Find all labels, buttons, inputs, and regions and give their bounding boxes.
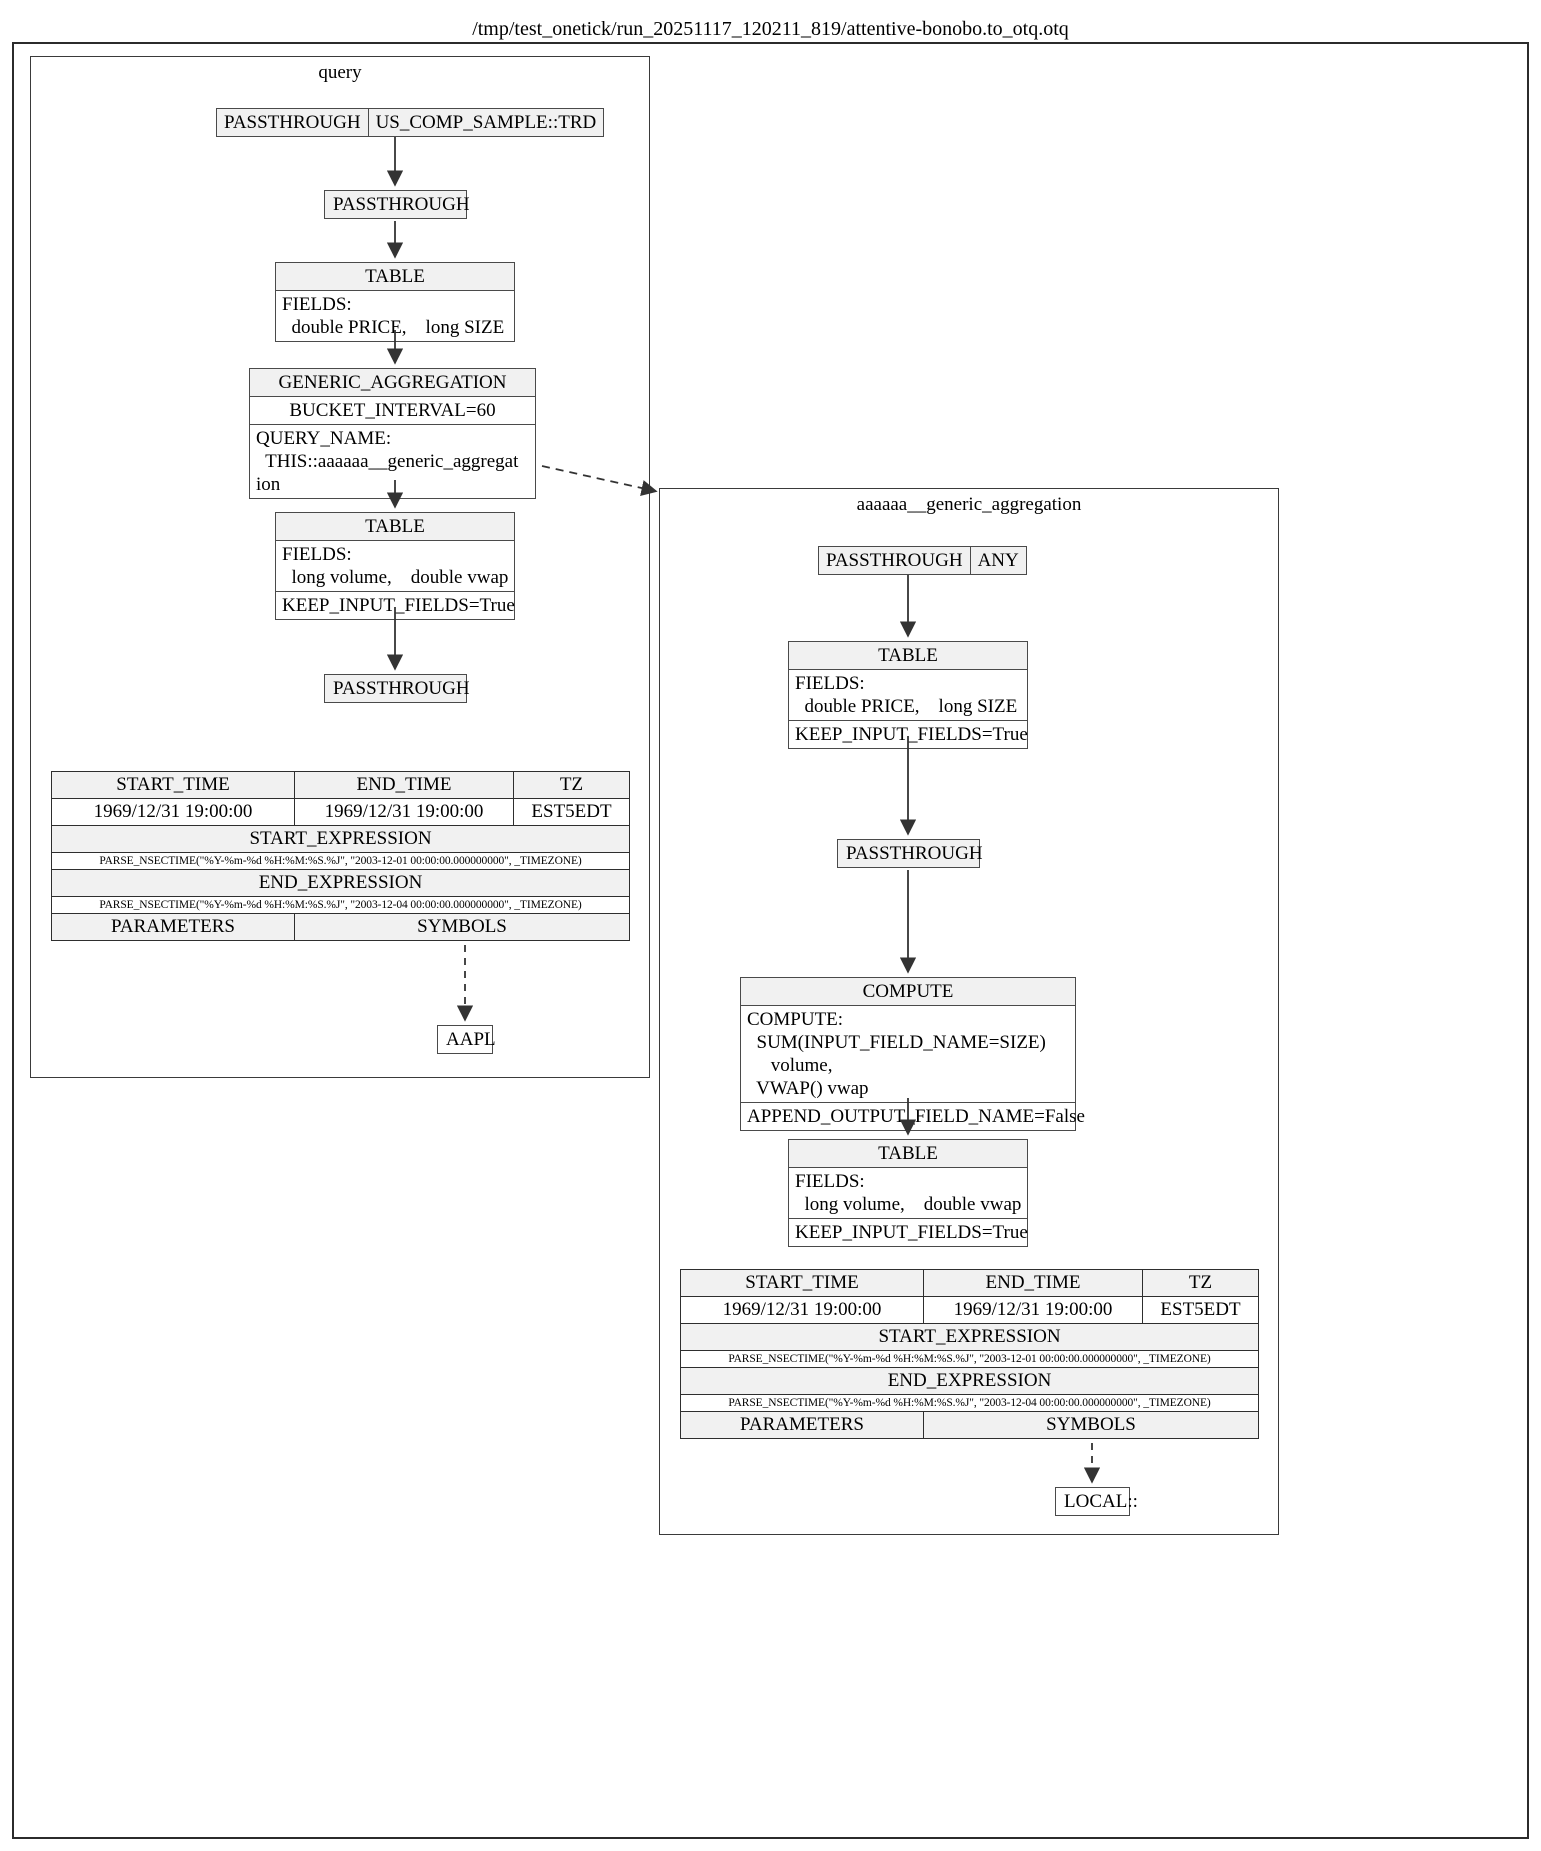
- sub-params-table: START_TIME END_TIME TZ 1969/12/31 19:00:…: [680, 1269, 1259, 1439]
- node-generic-aggregation[interactable]: GENERIC_AGGREGATION BUCKET_INTERVAL=60 Q…: [249, 368, 536, 499]
- table-2-title: TABLE: [276, 513, 514, 541]
- sub-symbols-header: SYMBOLS: [923, 1411, 1259, 1439]
- table-row: END_EXPRESSION: [680, 1367, 1259, 1395]
- table-1-fields-label: FIELDS:: [282, 294, 352, 315]
- end-time-value: 1969/12/31 19:00:00: [294, 798, 514, 826]
- table-2-fields-value: long volume, double vwap: [282, 567, 509, 588]
- sub-table-2-fields: FIELDS: long volume, double vwap: [789, 1168, 1027, 1219]
- node-passthrough-1[interactable]: PASSTHROUGH: [324, 190, 470, 219]
- table-2-fields: FIELDS: long volume, double vwap: [276, 541, 514, 592]
- table-1-title: TABLE: [276, 263, 514, 291]
- node-sub-source-any[interactable]: PASSTHROUGH ANY: [818, 546, 1027, 575]
- sub-parameters-header: PARAMETERS: [680, 1411, 924, 1439]
- sub-tz-header: TZ: [1142, 1269, 1259, 1297]
- generic-aggregation-query-name-value: THIS::aaaaaa__generic_aggregat ion: [256, 451, 519, 495]
- sub-end-time-header: END_TIME: [923, 1269, 1143, 1297]
- table-row: PARAMETERS SYMBOLS: [680, 1411, 1259, 1439]
- cluster-query-label: query: [318, 62, 362, 83]
- table-row: START_EXPRESSION: [680, 1323, 1259, 1351]
- sub-table-1-fields-label: FIELDS:: [795, 673, 865, 694]
- table-row: PARSE_NSECTIME("%Y-%m-%d %H:%M:%S.%J", "…: [51, 852, 630, 870]
- end-expression-value: PARSE_NSECTIME("%Y-%m-%d %H:%M:%S.%J", "…: [51, 896, 630, 914]
- compute-append-output-field-name: APPEND_OUTPUT_FIELD_NAME=False: [747, 1106, 1085, 1127]
- table-row: PARSE_NSECTIME("%Y-%m-%d %H:%M:%S.%J", "…: [51, 896, 630, 914]
- node-sub-passthrough-1[interactable]: PASSTHROUGH: [837, 839, 983, 868]
- sub-table-1-fields-value: double PRICE, long SIZE: [795, 696, 1018, 717]
- sub-end-expression-value: PARSE_NSECTIME("%Y-%m-%d %H:%M:%S.%J", "…: [680, 1394, 1259, 1412]
- sub-table-1-fields: FIELDS: double PRICE, long SIZE: [789, 670, 1027, 721]
- node-source-trd[interactable]: PASSTHROUGH US_COMP_SAMPLE::TRD: [216, 108, 605, 137]
- sub-source-symbol-label: ANY: [969, 547, 1026, 574]
- generic-aggregation-query-name: QUERY_NAME: THIS::aaaaaa__generic_aggreg…: [250, 425, 535, 498]
- sub-source-ep-label: PASSTHROUGH: [826, 550, 963, 571]
- sub-start-time-header: START_TIME: [680, 1269, 924, 1297]
- compute-value: SUM(INPUT_FIELD_NAME=SIZE) volume, VWAP(…: [756, 1032, 1046, 1099]
- sub-table-2-title: TABLE: [789, 1140, 1027, 1168]
- start-time-value: 1969/12/31 19:00:00: [51, 798, 295, 826]
- table-row: START_TIME END_TIME TZ: [680, 1269, 1259, 1297]
- table-row: END_EXPRESSION: [51, 869, 630, 897]
- source-ep-label: PASSTHROUGH: [224, 112, 361, 133]
- compute-title: COMPUTE: [741, 978, 1075, 1006]
- node-passthrough-2[interactable]: PASSTHROUGH: [324, 674, 470, 703]
- start-expression-header: START_EXPRESSION: [51, 825, 630, 853]
- sub-table-2-fields-value: long volume, double vwap: [795, 1194, 1022, 1215]
- symbols-header: SYMBOLS: [294, 913, 630, 941]
- table-2-keep-input-fields: KEEP_INPUT_FIELDS=True: [282, 595, 515, 616]
- sub-table-2-fields-label: FIELDS:: [795, 1171, 865, 1192]
- compute-label: COMPUTE:: [747, 1009, 844, 1030]
- source-symbol-label: US_COMP_SAMPLE::TRD: [367, 109, 604, 136]
- table-2-fields-label: FIELDS:: [282, 544, 352, 565]
- compute-expression: COMPUTE: SUM(INPUT_FIELD_NAME=SIZE) volu…: [741, 1006, 1075, 1103]
- end-expression-header: END_EXPRESSION: [51, 869, 630, 897]
- node-compute[interactable]: COMPUTE COMPUTE: SUM(INPUT_FIELD_NAME=SI…: [740, 977, 1085, 1131]
- node-symbol-aapl[interactable]: AAPL: [437, 1025, 496, 1054]
- outer-frame: [12, 42, 1529, 1839]
- sub-start-expression-value: PARSE_NSECTIME("%Y-%m-%d %H:%M:%S.%J", "…: [680, 1350, 1259, 1368]
- table-row: PARAMETERS SYMBOLS: [51, 913, 630, 941]
- sub-start-time-value: 1969/12/31 19:00:00: [680, 1296, 924, 1324]
- node-sub-table-2[interactable]: TABLE FIELDS: long volume, double vwap K…: [788, 1139, 1028, 1247]
- generic-aggregation-title: GENERIC_AGGREGATION: [250, 369, 535, 397]
- end-time-header: END_TIME: [294, 771, 514, 799]
- sub-end-expression-header: END_EXPRESSION: [680, 1367, 1259, 1395]
- table-row: START_EXPRESSION: [51, 825, 630, 853]
- start-time-header: START_TIME: [51, 771, 295, 799]
- node-sub-table-1[interactable]: TABLE FIELDS: double PRICE, long SIZE KE…: [788, 641, 1028, 749]
- table-row: PARSE_NSECTIME("%Y-%m-%d %H:%M:%S.%J", "…: [680, 1394, 1259, 1412]
- tz-header: TZ: [513, 771, 630, 799]
- sub-end-time-value: 1969/12/31 19:00:00: [923, 1296, 1143, 1324]
- node-symbol-local[interactable]: LOCAL::: [1055, 1487, 1138, 1516]
- sub-table-2-keep-input-fields: KEEP_INPUT_FIELDS=True: [795, 1222, 1028, 1243]
- parameters-header: PARAMETERS: [51, 913, 295, 941]
- table-row: PARSE_NSECTIME("%Y-%m-%d %H:%M:%S.%J", "…: [680, 1350, 1259, 1368]
- table-1-fields-value: double PRICE, long SIZE: [282, 317, 505, 338]
- tz-value: EST5EDT: [513, 798, 630, 826]
- cluster-generic-aggregation-label: aaaaaa__generic_aggregation: [856, 494, 1082, 515]
- cluster-generic-aggregation: [659, 488, 1279, 1535]
- table-row: 1969/12/31 19:00:00 1969/12/31 19:00:00 …: [51, 798, 630, 826]
- table-row: 1969/12/31 19:00:00 1969/12/31 19:00:00 …: [680, 1296, 1259, 1324]
- table-row: START_TIME END_TIME TZ: [51, 771, 630, 799]
- table-1-fields: FIELDS: double PRICE, long SIZE: [276, 291, 514, 341]
- sub-table-1-title: TABLE: [789, 642, 1027, 670]
- page-title: /tmp/test_onetick/run_20251117_120211_81…: [472, 18, 1069, 40]
- sub-tz-value: EST5EDT: [1142, 1296, 1259, 1324]
- query-params-table: START_TIME END_TIME TZ 1969/12/31 19:00:…: [51, 771, 630, 941]
- node-table-1[interactable]: TABLE FIELDS: double PRICE, long SIZE: [275, 262, 515, 342]
- start-expression-value: PARSE_NSECTIME("%Y-%m-%d %H:%M:%S.%J", "…: [51, 852, 630, 870]
- generic-aggregation-query-name-label: QUERY_NAME:: [256, 428, 392, 449]
- node-table-2[interactable]: TABLE FIELDS: long volume, double vwap K…: [275, 512, 515, 620]
- sub-table-1-keep-input-fields: KEEP_INPUT_FIELDS=True: [795, 724, 1028, 745]
- cluster-query: [30, 56, 650, 1078]
- sub-start-expression-header: START_EXPRESSION: [680, 1323, 1259, 1351]
- generic-aggregation-bucket-interval: BUCKET_INTERVAL=60: [250, 397, 535, 425]
